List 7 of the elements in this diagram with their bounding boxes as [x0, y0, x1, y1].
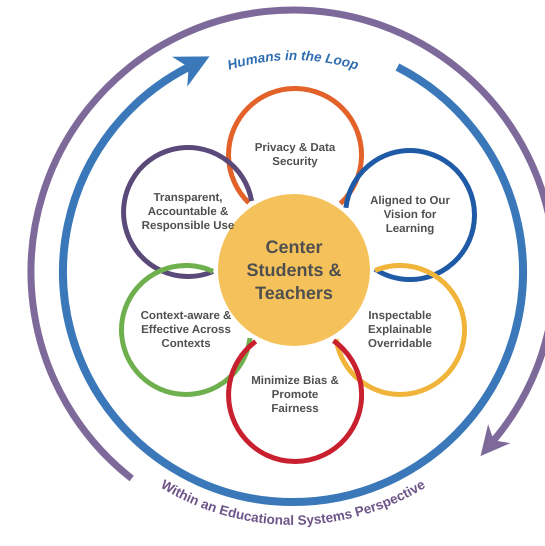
circle-label: Aligned to Our Vision for Learning — [369, 194, 451, 236]
circle-label: Center Students & Teachers — [245, 236, 342, 304]
circle-label: Inspectable Explainable Overridable — [367, 309, 433, 351]
circle-label: Privacy & Data Security — [254, 141, 336, 169]
circle-label: Context-aware & Effective Across Contexts — [140, 309, 232, 351]
ring-caption: Humans in the Loop — [226, 48, 360, 73]
circle-label: Minimize Bias & Promote Fairness — [250, 374, 340, 416]
